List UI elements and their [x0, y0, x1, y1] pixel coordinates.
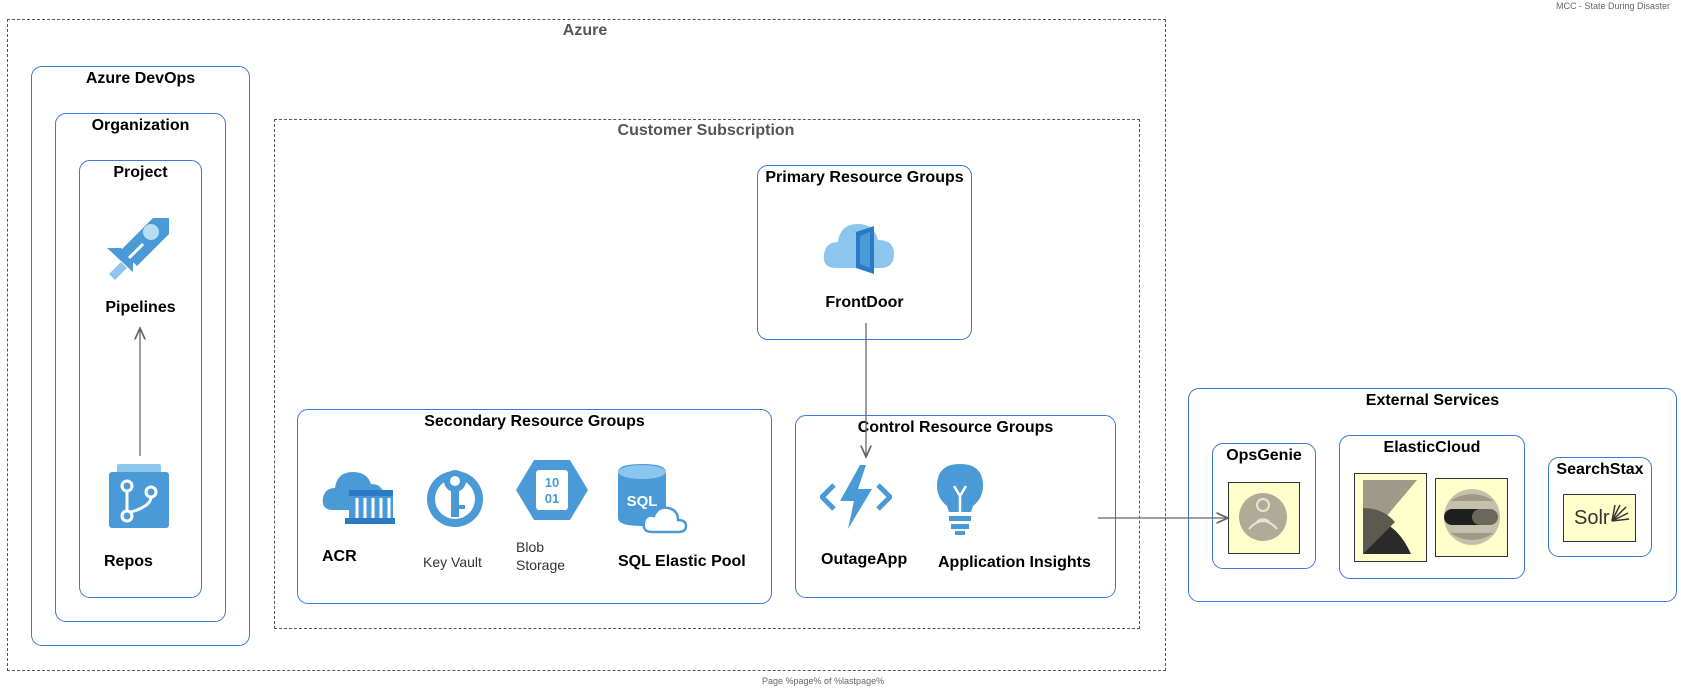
customer-subscription-boundary	[274, 119, 1140, 629]
secondary-resource-groups-title: Secondary Resource Groups	[424, 413, 645, 430]
solr-logo-frame[interactable]: Solr	[1563, 494, 1636, 542]
searchstax-group	[1548, 457, 1652, 557]
elasticcloud-group	[1339, 435, 1525, 579]
sql-elastic-pool-label: SQL Elastic Pool	[618, 553, 746, 570]
outageapp-label: OutageApp	[821, 551, 908, 568]
opsgenie-logo-frame[interactable]	[1228, 482, 1300, 554]
blob-icon-bottom-digits: 01	[545, 491, 559, 506]
opsgenie-logo-icon	[1239, 493, 1287, 541]
elasticsearch-logo-frame[interactable]	[1435, 478, 1508, 557]
blob-storage-label-line1: Blob	[516, 539, 545, 555]
organization-title: Organization	[91, 117, 190, 134]
kibana-logo-frame[interactable]	[1354, 473, 1427, 562]
diagram-name: MCC - State During Disaster	[1555, 1, 1670, 11]
elasticcloud-title: ElasticCloud	[1383, 439, 1481, 456]
blob-icon-top-digits: 10	[545, 475, 559, 490]
control-resource-groups	[795, 415, 1116, 598]
azure-devops-title: Azure DevOps	[85, 70, 196, 87]
repos-label: Repos	[104, 553, 153, 570]
blob-storage-icon[interactable]: 10 01	[516, 458, 588, 522]
kibana-logo-icon	[1363, 480, 1417, 554]
pipelines-icon[interactable]	[103, 212, 171, 280]
external-services-title: External Services	[1365, 392, 1500, 409]
primary-resource-groups	[757, 165, 972, 340]
frontdoor-icon[interactable]	[822, 212, 896, 276]
frontdoor-label: FrontDoor	[825, 294, 904, 311]
organization-group	[55, 113, 226, 622]
searchstax-title: SearchStax	[1556, 461, 1644, 478]
primary-resource-groups-title: Primary Resource Groups	[765, 169, 964, 186]
azure-boundary	[7, 19, 1166, 671]
acr-icon[interactable]	[321, 466, 395, 530]
application-insights-label: Application Insights	[938, 554, 1091, 571]
azure-title: Azure	[562, 22, 608, 39]
sql-icon-text: SQL	[627, 493, 658, 510]
solr-logo-text: Solr	[1574, 507, 1610, 529]
secondary-resource-groups	[297, 409, 772, 604]
page-footer: Page %page% of %lastpage%	[762, 676, 885, 686]
key-vault-label: Key Vault	[423, 554, 482, 570]
project-title: Project	[113, 164, 168, 181]
control-resource-groups-title: Control Resource Groups	[857, 419, 1054, 436]
pipelines-label: Pipelines	[105, 299, 176, 316]
key-vault-icon[interactable]	[423, 461, 487, 533]
outageapp-function-icon[interactable]	[820, 463, 892, 531]
acr-label: ACR	[322, 548, 357, 565]
sql-elastic-pool-icon[interactable]: SQL	[616, 462, 688, 536]
repos-icon[interactable]	[107, 462, 171, 530]
customer-subscription-title: Customer Subscription	[617, 122, 795, 139]
azure-devops-group	[31, 66, 250, 646]
project-group	[79, 160, 202, 598]
elasticsearch-logo-icon	[1444, 489, 1500, 545]
solr-sunburst-icon	[1611, 504, 1630, 522]
opsgenie-group	[1212, 443, 1316, 569]
application-insights-icon[interactable]	[935, 462, 985, 536]
opsgenie-title: OpsGenie	[1226, 447, 1302, 464]
external-services-group	[1188, 388, 1677, 602]
blob-storage-label-line2: Storage	[516, 557, 566, 573]
